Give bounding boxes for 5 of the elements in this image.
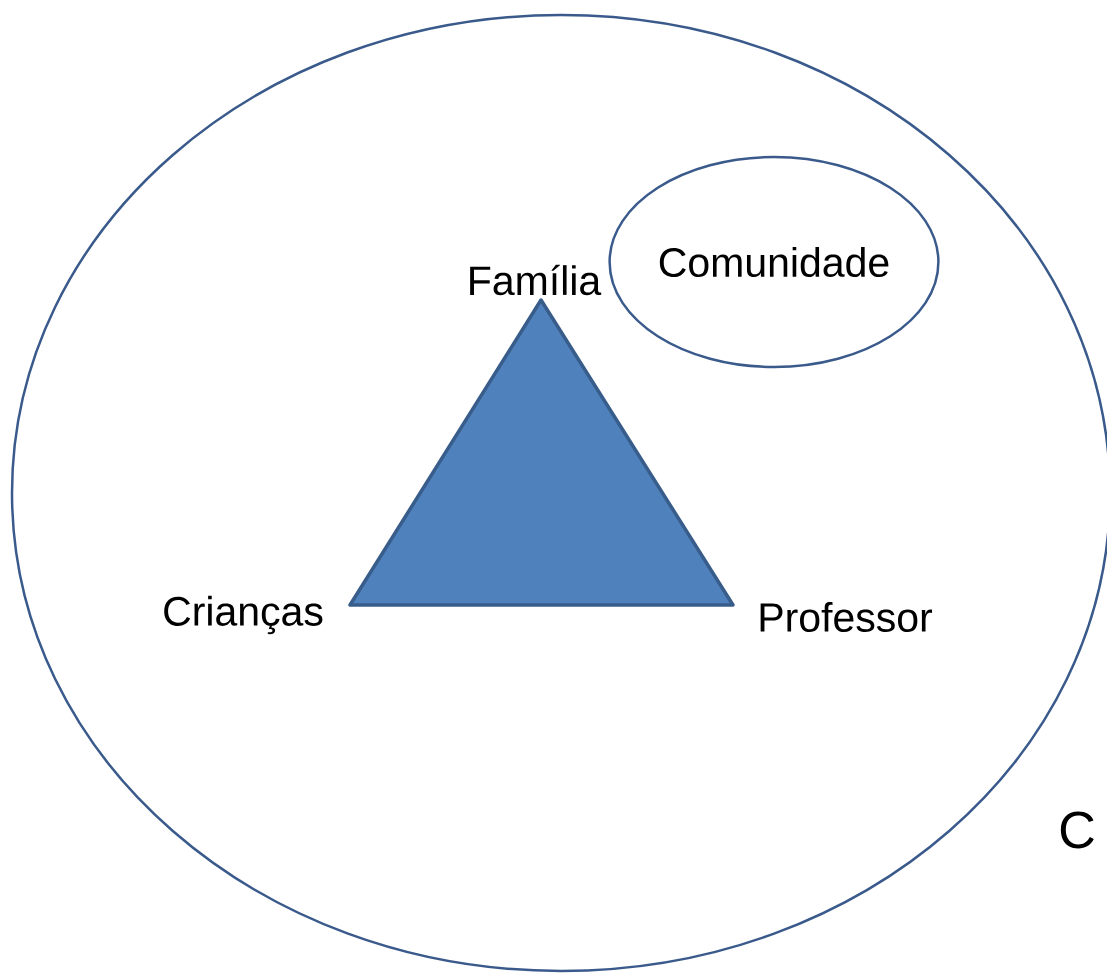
vertex-label: Professor [760,601,933,633]
cut-text: C [1060,811,1094,849]
triangle [348,298,735,607]
vertex-label: Família [470,264,602,296]
vertex-label: Crianças [164,595,323,635]
